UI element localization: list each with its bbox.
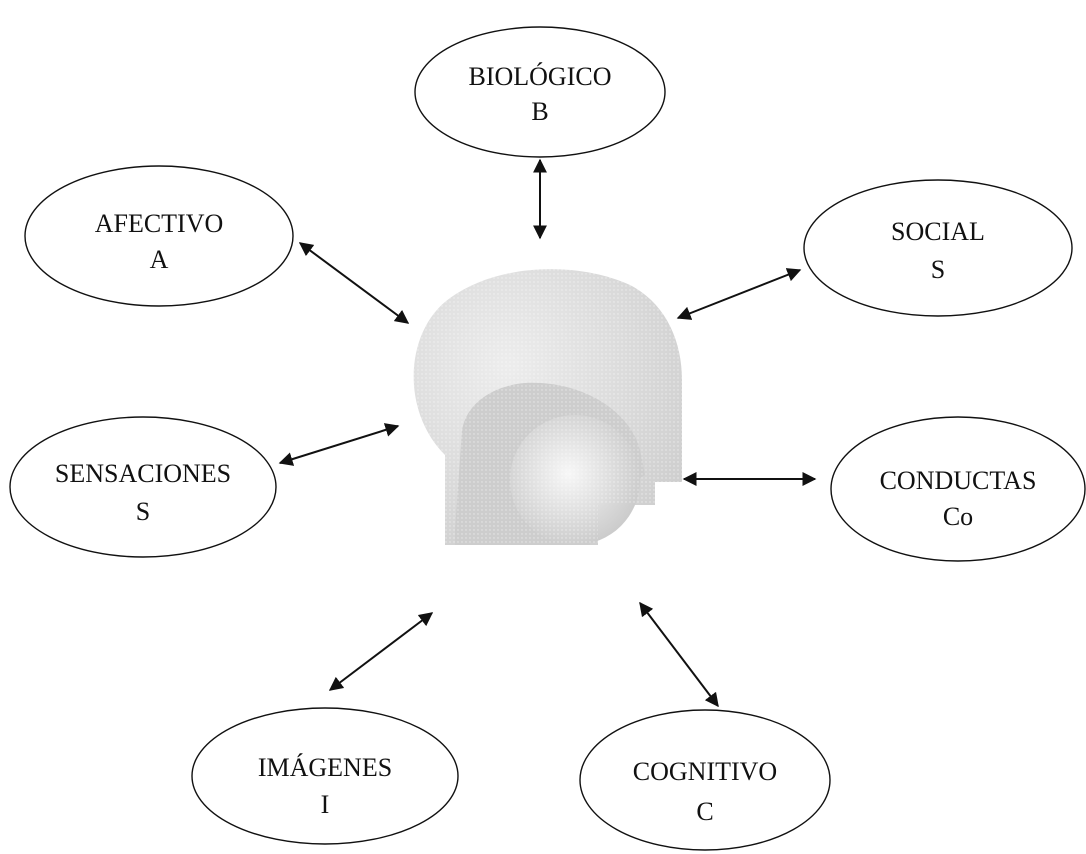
node-title: SOCIAL	[891, 217, 985, 246]
node-code: C	[696, 797, 713, 826]
node-ellipse	[579, 709, 831, 851]
arrow-afectivo	[298, 242, 410, 324]
arrow-sensaciones	[278, 423, 400, 466]
connections	[278, 158, 817, 708]
node-title: AFECTIVO	[95, 209, 224, 238]
node-code: S	[136, 497, 150, 526]
node-ellipse	[803, 179, 1073, 317]
node-code: B	[531, 97, 548, 126]
node-code: A	[150, 245, 169, 274]
arrow-cognitivo	[639, 601, 719, 708]
node-title: SENSACIONES	[55, 459, 231, 488]
arrow-imagenes	[328, 612, 434, 691]
head-silhouette-icon	[413, 269, 682, 545]
node-code: S	[931, 255, 945, 284]
node-ellipse	[9, 416, 277, 558]
node-title: CONDUCTAS	[880, 466, 1037, 495]
head-texture	[413, 269, 682, 545]
node-biologico: BIOLÓGICO B	[414, 26, 666, 158]
node-title: IMÁGENES	[258, 753, 392, 782]
node-social: SOCIAL S	[803, 179, 1073, 317]
node-ellipse	[24, 165, 294, 307]
node-ellipse	[414, 26, 666, 158]
node-title: COGNITIVO	[633, 757, 777, 786]
node-code: I	[321, 790, 330, 819]
node-imagenes: IMÁGENES I	[191, 707, 459, 845]
node-title: BIOLÓGICO	[469, 62, 612, 91]
node-sensaciones: SENSACIONES S	[9, 416, 277, 558]
node-conductas: CONDUCTAS Co	[830, 416, 1086, 562]
node-cognitivo: COGNITIVO C	[579, 709, 831, 851]
node-ellipse	[830, 416, 1086, 562]
node-afectivo: AFECTIVO A	[24, 165, 294, 307]
arrow-social	[676, 268, 802, 320]
node-code: Co	[943, 502, 973, 531]
node-ellipse	[191, 707, 459, 845]
